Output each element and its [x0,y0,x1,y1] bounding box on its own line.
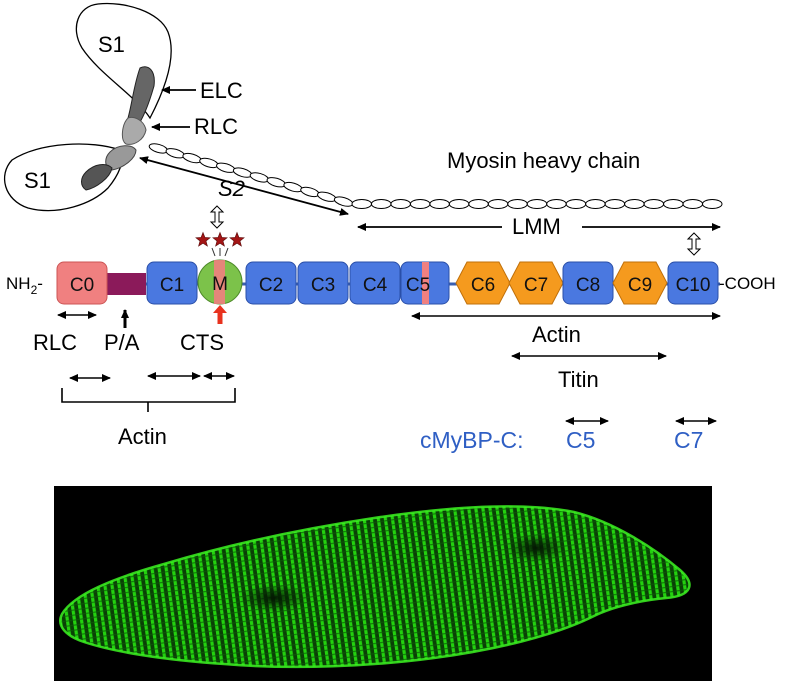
lmm-label-bg [502,212,582,240]
domain-c5-pink-stripe [422,262,429,304]
domain-c0 [56,261,108,305]
domain-c10 [667,261,719,305]
cmybpc-prefix-label: cMyBP-C: [420,427,524,453]
s2-segment [216,162,236,173]
cell-membrane [59,505,691,669]
s2-span-arrow [139,156,349,216]
domain-c1 [146,261,198,305]
rlc-shape-top [121,117,147,145]
domain-c6-label: C6 [471,275,495,296]
myosin-heavy-chain-label: Myosin heavy chain [447,148,640,173]
phospho-star [229,231,245,247]
lmm-segment [487,199,509,209]
lmm-segment [585,199,606,209]
domain-c1-label: C1 [160,275,184,296]
domain-c7-label: C7 [524,275,548,296]
cts-up-arrow [213,305,227,313]
s2-segment [333,196,354,207]
domain-c10-label: C10 [676,275,711,296]
nucleus-right [506,534,566,562]
lmm-segment [643,199,665,209]
cardiomyocyte-micrograph [54,486,712,681]
domain-c2 [245,261,297,305]
c7-binding-label: C7 [674,427,703,453]
nh2-terminus: NH2- [6,274,43,297]
s2-segment [148,143,169,154]
s2-segment [165,148,185,159]
s1-label-bottom: S1 [24,168,51,193]
rlc-shape-bottom [105,145,137,171]
lmm-segment [663,199,684,209]
elc-shape-bottom [81,164,113,191]
hollow-double-arrow-m [209,205,225,229]
domain-c3-label: C3 [311,275,335,296]
phospho-ticks [211,247,229,257]
binding-annotations: RLC P/A CTS Actin Actin Titin cMyBP-C: C… [33,305,721,453]
domain-c9-label: C9 [628,275,652,296]
rlc-label: RLC [194,114,238,139]
domain-c9 [612,261,668,305]
lmm-segment [624,199,645,209]
lmm-segment [702,199,723,209]
lmm-segment [526,199,548,209]
s2-segment [249,172,270,183]
lmm-segment [565,199,587,209]
lmm-segment [682,199,704,209]
domain-m-pink-stripe [214,260,225,304]
lmm-segment [604,199,626,209]
cmybpc-domains: NH2- C0 C1 M C2 C3 C4 C5 C6 C7 [6,259,776,305]
phospho-star [195,231,211,247]
s2-segment [300,186,320,198]
actin-right-label: Actin [532,322,581,347]
actin-left-label: Actin [118,424,167,449]
s1-head-bottom [3,143,123,212]
lmm-segment [429,199,450,209]
lmm-coiled-coil [351,199,723,209]
s1-label-top: S1 [98,32,125,57]
domain-c8-label: C8 [576,275,600,296]
domain-m-label: M [212,274,228,295]
cell-longitudinal-texture [60,506,690,667]
domain-c0-label: C0 [70,275,94,296]
domain-c4 [349,261,401,305]
pa-linker [106,273,146,295]
lmm-segment [351,199,372,209]
domain-c5-label: C5 [406,275,430,296]
lmm-segment [370,199,392,209]
actin-left-bracket [61,388,236,412]
domain-c3 [297,261,349,305]
s1-head-top [75,2,172,120]
lmm-label: LMM [512,214,561,239]
lmm-segment [468,199,489,209]
lmm-segment [390,199,411,209]
titin-label: Titin [558,367,599,392]
pa-label: P/A [104,330,140,355]
phosphorylation-stars [195,231,245,247]
c5-binding-label: C5 [566,427,595,453]
nucleus-left [240,584,308,612]
myosin-molecule: S1 S1 ELC RLC S2 Myosin heavy chain LMM [3,2,723,240]
domain-c4-label: C4 [363,275,388,296]
lmm-segment [507,199,528,209]
lmm-segment [448,199,470,209]
cooh-terminus: -COOH [719,274,776,293]
hollow-double-arrow-c10 [686,232,702,256]
s2-segment [266,177,286,188]
s2-segment [199,157,219,169]
cts-label: CTS [180,330,224,355]
s2-segment [317,191,337,202]
s2-label: S2 [218,176,245,201]
s2-coiled-coil [148,143,354,207]
domain-c2-label: C2 [259,275,283,296]
lmm-segment [546,199,567,209]
s2-segment [283,181,303,193]
phospho-star [212,231,228,247]
s2-segment [182,152,202,164]
rlc-binding-label: RLC [33,330,77,355]
elc-label: ELC [200,78,243,103]
lmm-segment [409,199,431,209]
